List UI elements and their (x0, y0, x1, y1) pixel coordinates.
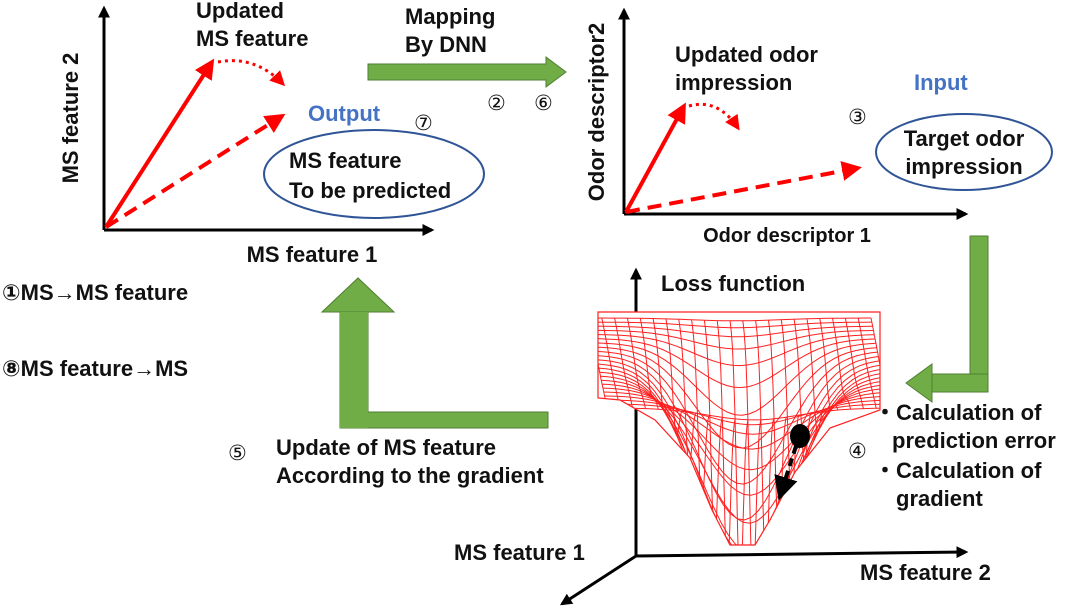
error-arrow-shaft-horizontal (929, 373, 989, 393)
loss-y-label: MS feature 2 (860, 560, 991, 585)
update-arrow (320, 277, 549, 429)
mesh-line (755, 320, 775, 545)
step-7-marker: ⑦ (414, 111, 433, 135)
ms-plot-x-label: MS feature 1 (247, 242, 378, 267)
update-arrow-shaft (340, 312, 368, 428)
gradient-descent-arrow (774, 445, 798, 501)
mesh-line (844, 318, 864, 409)
updated-odor-impression-vector (624, 102, 686, 213)
mesh-line (832, 318, 851, 410)
ms-feature-plot: MS feature 2 MS feature 1 Updated MS fea… (58, 0, 485, 267)
updated-odor-label-line2: impression (675, 70, 792, 95)
target-odor-ellipse (875, 113, 1053, 191)
update-arrow-head (320, 277, 396, 313)
updated-ms-feature-label-line2: MS feature (196, 26, 308, 51)
output-label: Output (308, 101, 381, 126)
mesh-line (716, 320, 736, 545)
odor-descriptor-plot: Odor descriptor2 Odor descriptor 1 Updat… (584, 7, 1053, 247)
mesh-line (793, 319, 813, 464)
mesh-line (598, 367, 880, 545)
odor-plot-y-label: Odor descriptor2 (584, 23, 609, 201)
step-6-marker: ⑥ (534, 91, 553, 115)
mesh-line (599, 371, 880, 545)
ms-feature-update-path (217, 59, 286, 87)
odor-update-path (688, 102, 740, 131)
mesh-line (598, 359, 880, 545)
mesh-line (742, 320, 762, 545)
loss-z-label: Loss function (661, 271, 805, 296)
step-3-marker: ③ (848, 105, 867, 129)
loss-surface-mesh (598, 312, 880, 545)
loss-x-axis (559, 554, 637, 606)
loss-x-label: MS feature 1 (454, 540, 585, 565)
mesh-line (605, 399, 880, 435)
step-8-text: ⑧MS feature→MS (2, 356, 188, 381)
mesh-line (857, 318, 877, 409)
update-text-line1: Update of MS feature (276, 435, 496, 460)
calc-line3: ・Calculation of (874, 458, 1042, 483)
loss-y-axis (635, 546, 969, 559)
updated-odor-label-line1: Updated odor (675, 42, 818, 67)
mesh-line (870, 317, 880, 409)
mesh-line (603, 391, 880, 471)
predicted-ms-feature-vector (104, 113, 286, 229)
mesh-line (729, 320, 749, 545)
calc-line4: gradient (896, 486, 983, 511)
calc-line1: ・Calculation of (874, 400, 1042, 425)
ellipse-text-line1: MS feature (289, 148, 401, 173)
input-label: Input (914, 70, 968, 95)
error-arrow (905, 235, 989, 403)
target-odor-vector (625, 161, 862, 214)
updated-ms-feature-vector (104, 58, 215, 229)
mapping-label-line1: Mapping (405, 4, 495, 29)
current-position-ball (790, 424, 810, 448)
ellipse-text-line2: To be predicted (289, 178, 451, 203)
mesh-line (598, 317, 608, 409)
updated-ms-feature-label-line1: Updated (196, 0, 284, 23)
mapping-by-dnn: Mapping By DNN ② ⑥ (367, 4, 567, 115)
error-arrow-head (905, 363, 933, 403)
step-2-marker: ② (487, 91, 506, 115)
mesh-line (598, 363, 880, 545)
mesh-line (600, 375, 880, 545)
odor-plot-x-label: Odor descriptor 1 (703, 225, 871, 247)
mapping-label-line2: By DNN (405, 32, 487, 57)
step-1-text: ①MS→MS feature (2, 280, 188, 305)
loss-surface-outline (597, 311, 881, 546)
mesh-line (606, 403, 880, 426)
error-arrow-shaft-vertical (969, 235, 989, 383)
mesh-line (607, 407, 880, 421)
step-5-marker: ⑤ (228, 441, 247, 465)
ms-plot-y-label: MS feature 2 (58, 53, 83, 184)
mapping-arrow (367, 56, 567, 88)
ms-feature-target-ellipse (263, 129, 485, 219)
target-odor-text-line1: Target odor (904, 126, 1025, 151)
step-4-marker: ④ (848, 439, 867, 463)
update-text-line2: According to the gradient (276, 463, 544, 488)
target-odor-text-line2: impression (905, 154, 1022, 179)
calc-line2: prediction error (892, 428, 1056, 453)
mesh-line (604, 395, 880, 450)
